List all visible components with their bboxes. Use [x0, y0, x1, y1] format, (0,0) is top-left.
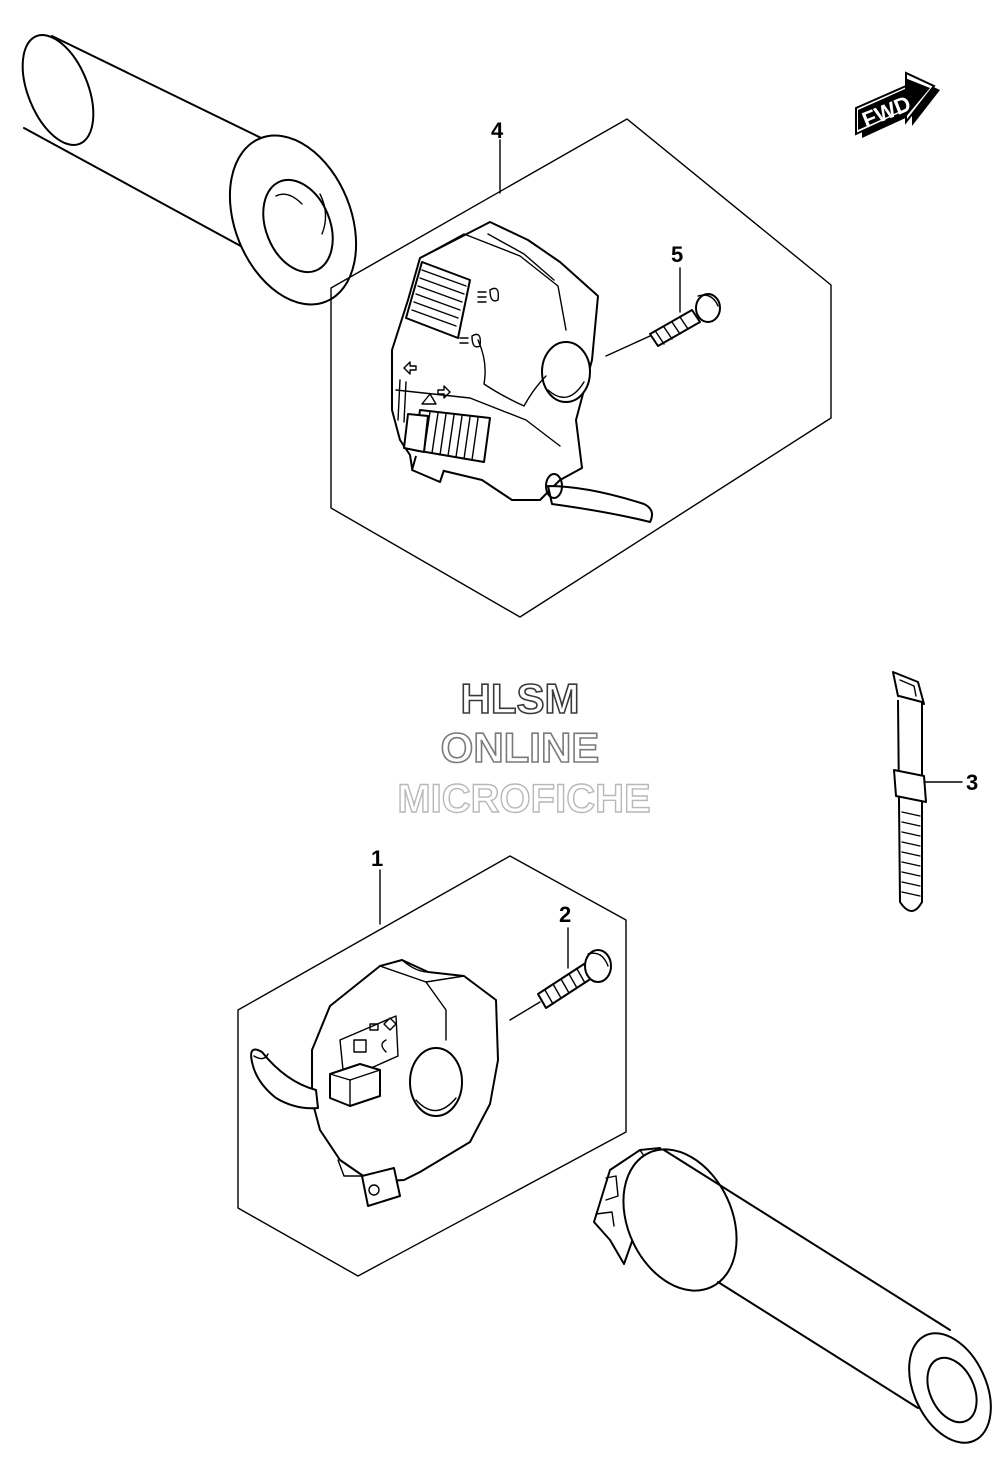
- watermark-line-1: HLSM: [461, 675, 580, 722]
- screw-2: [537, 949, 612, 1009]
- part-1-group-outline: [237, 855, 627, 1277]
- callout-4: 4: [491, 118, 504, 143]
- fwd-arrow-icon: FWD: [855, 71, 940, 138]
- left-handlebar-grip: [21, 34, 358, 306]
- right-handlebar-switch: [250, 959, 499, 1207]
- cable-tie-3: [892, 671, 927, 912]
- right-throttle-grip: [593, 1147, 992, 1444]
- screw-2-guide: [509, 1001, 541, 1021]
- watermark-line-2: ONLINE: [441, 724, 600, 771]
- screw-5: [649, 293, 721, 347]
- callout-3: 3: [966, 770, 978, 795]
- left-handlebar-switch: [391, 221, 653, 523]
- callout-5: 5: [671, 242, 683, 267]
- screw-5-guide: [605, 335, 651, 357]
- watermark-line-3: MICROFICHE: [397, 777, 650, 821]
- callout-2: 2: [559, 902, 571, 927]
- callout-1: 1: [371, 846, 383, 871]
- part-4-group-outline: [330, 118, 832, 618]
